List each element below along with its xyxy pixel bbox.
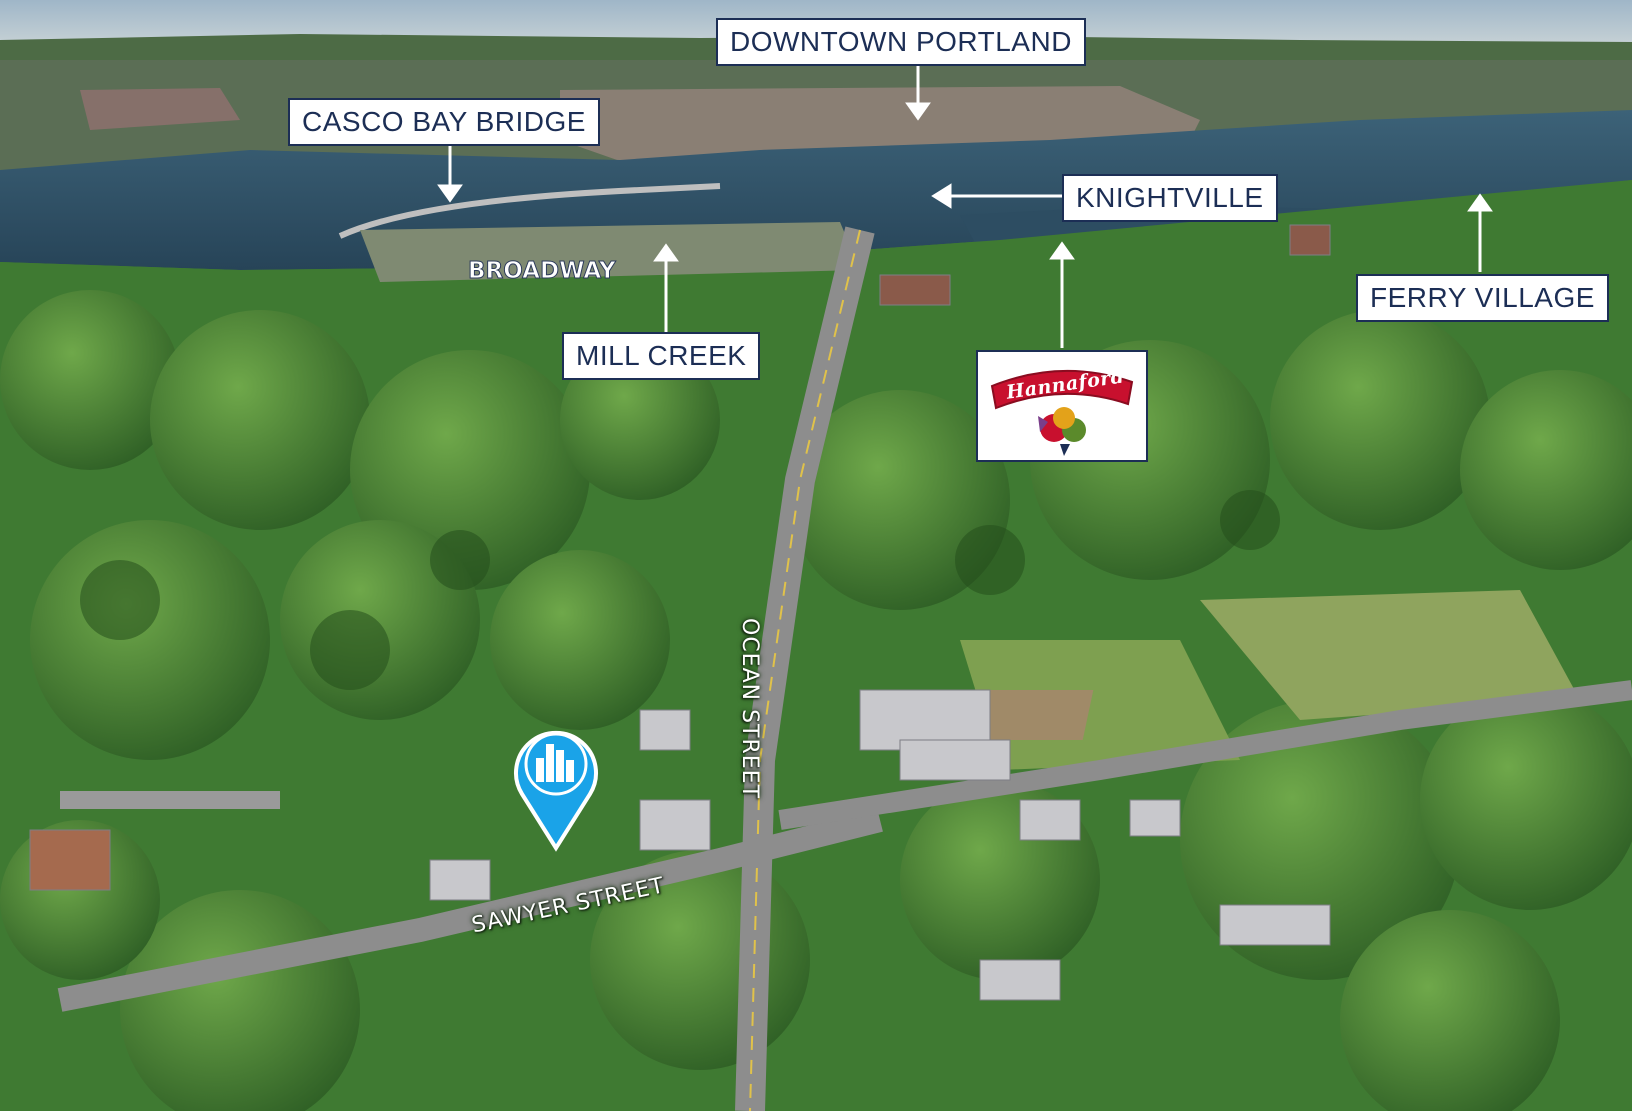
casco-bay-bridge-label: CASCO BAY BRIDGE xyxy=(288,98,600,146)
knightville-label: KNIGHTVILLE xyxy=(1062,174,1278,222)
location-pin xyxy=(514,731,598,852)
city-buildings-icon xyxy=(536,744,574,782)
ocean-street-label: OCEAN STREET xyxy=(737,618,762,800)
ferry-village-label: FERRY VILLAGE xyxy=(1356,274,1609,322)
hannaford-logo-mark xyxy=(990,369,1134,456)
mill-creek-label: MILL CREEK xyxy=(562,332,761,380)
hannaford-logo: Hannaford xyxy=(976,350,1148,462)
downtown-portland-label: DOWNTOWN PORTLAND xyxy=(716,18,1086,66)
broadway-label: BROADWAY xyxy=(468,258,617,284)
